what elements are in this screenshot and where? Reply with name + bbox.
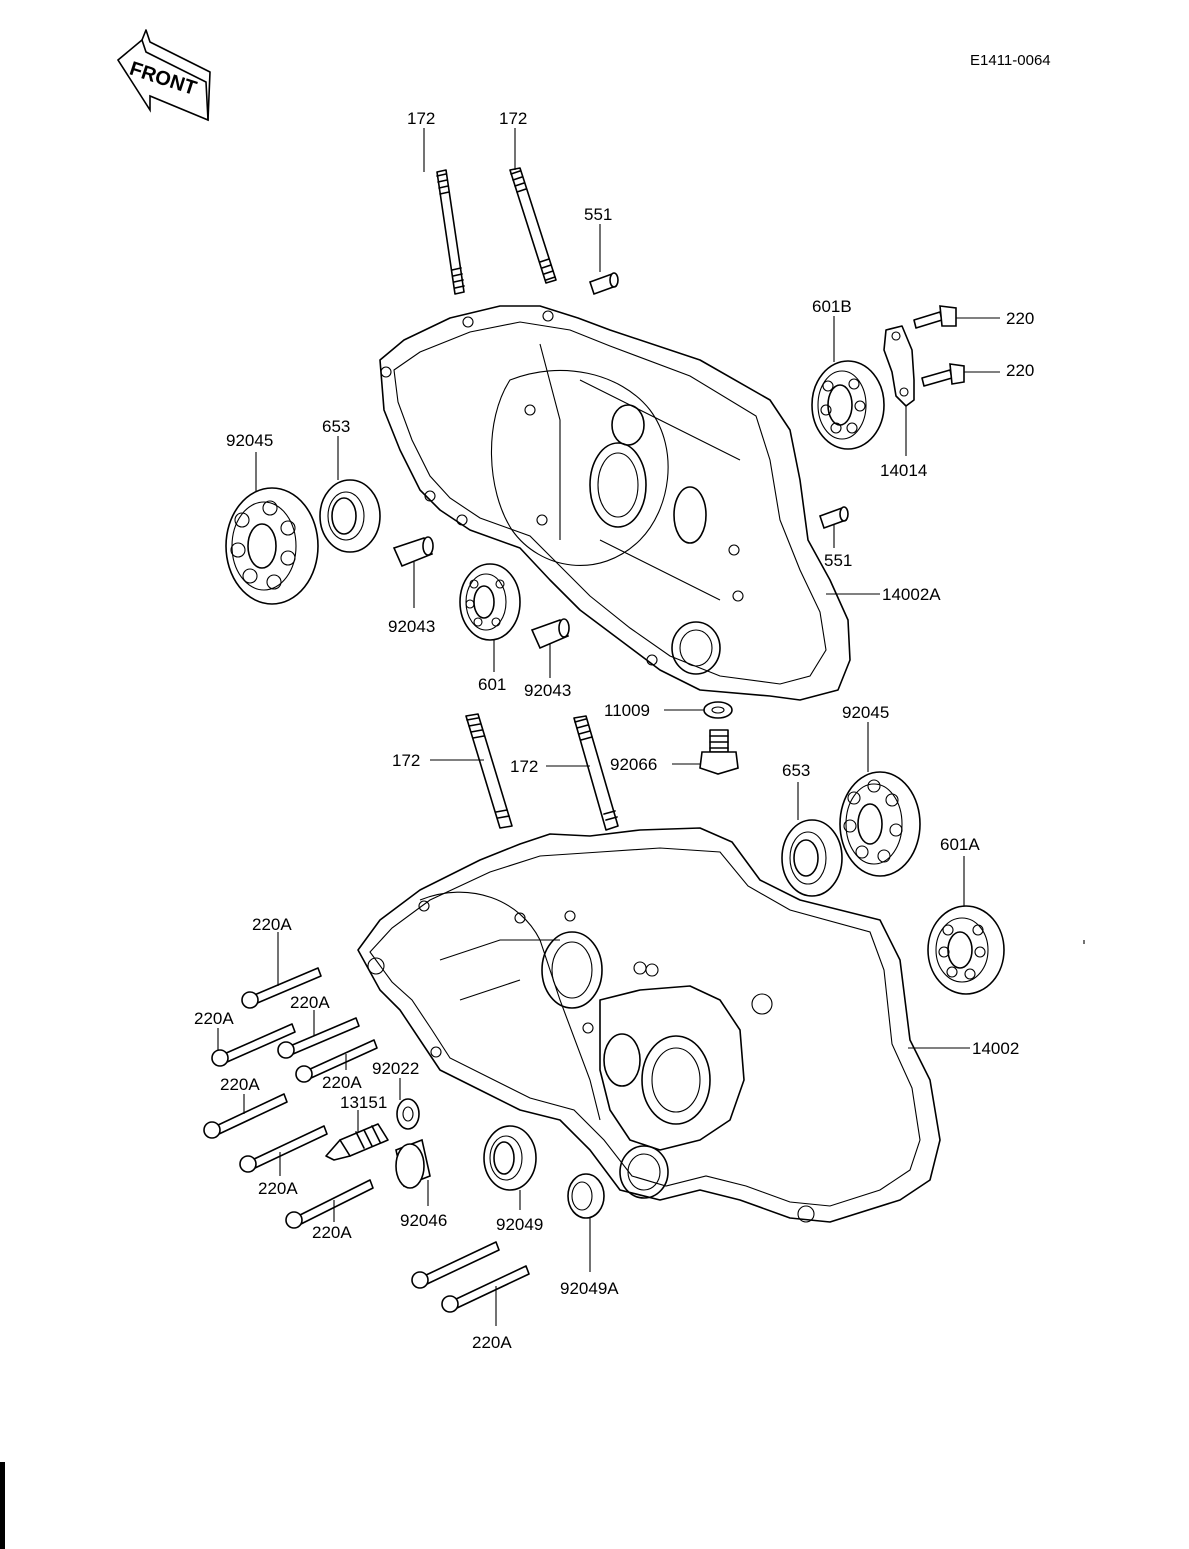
bolt-220A-1 xyxy=(241,932,322,1009)
washer-92022 xyxy=(396,1078,420,1130)
spacer-92046 xyxy=(395,1138,431,1206)
crankcase-14002 xyxy=(357,827,970,1223)
seal-92049A xyxy=(567,1173,605,1272)
plate-14014 xyxy=(883,325,915,456)
label-601: 601 xyxy=(478,675,506,694)
label-172-a: 172 xyxy=(407,109,435,128)
dowel-551-lower xyxy=(818,506,849,548)
bolt-220A-8a xyxy=(411,1241,500,1289)
stud-172-lower-left xyxy=(430,713,513,829)
label-92066: 92066 xyxy=(610,755,657,774)
label-92045-a: 92045 xyxy=(226,431,273,450)
label-92049A: 92049A xyxy=(560,1279,619,1298)
margin-mark xyxy=(0,1462,5,1549)
label-220A-a: 220A xyxy=(252,915,292,934)
seal-653-upper xyxy=(319,436,381,553)
label-92046: 92046 xyxy=(400,1211,447,1230)
label-92049: 92049 xyxy=(496,1215,543,1234)
bolt-220A-8b xyxy=(441,1265,530,1326)
label-220A-b: 220A xyxy=(194,1009,234,1028)
label-551-a: 551 xyxy=(584,205,612,224)
front-arrow-icon: FRONT xyxy=(116,29,211,122)
bolt-220-lower xyxy=(921,363,1000,387)
label-220-b: 220 xyxy=(1006,361,1034,380)
bearing-92045-upper xyxy=(225,452,319,605)
seal-653-lower xyxy=(781,782,843,897)
bearing-601B xyxy=(811,316,885,450)
stud-172-upper-right xyxy=(509,128,557,284)
label-653-b: 653 xyxy=(782,761,810,780)
label-92045-b: 92045 xyxy=(842,703,889,722)
label-653-a: 653 xyxy=(322,417,350,436)
label-601B: 601B xyxy=(812,297,852,316)
label-551-b: 551 xyxy=(824,551,852,570)
collar-92043-upper xyxy=(392,536,434,608)
bearing-601 xyxy=(459,563,521,672)
bolt-220A-2 xyxy=(211,1023,296,1067)
label-11009: 11009 xyxy=(604,701,650,720)
bolt-220A-4 xyxy=(295,1039,378,1083)
bearing-601A xyxy=(927,856,1005,995)
diagram-reference: E1411-0064 xyxy=(970,52,1051,69)
label-14002A: 14002A xyxy=(882,585,941,604)
pin-13151 xyxy=(325,1110,389,1161)
collar-92043-lower xyxy=(530,618,570,678)
plug-92066 xyxy=(672,729,739,775)
bolt-220A-7 xyxy=(285,1179,374,1229)
label-92022: 92022 xyxy=(372,1059,419,1078)
label-220-a: 220 xyxy=(1006,309,1034,328)
label-220A-c: 220A xyxy=(290,993,330,1012)
label-14002: 14002 xyxy=(972,1039,1019,1058)
bearing-92045-lower xyxy=(839,722,921,877)
stud-172-lower-right xyxy=(546,715,619,831)
label-14014: 14014 xyxy=(880,461,927,480)
label-601A: 601A xyxy=(940,835,980,854)
label-172-c: 172 xyxy=(392,751,420,770)
bolt-220-upper xyxy=(913,305,1000,329)
seal-92049 xyxy=(483,1125,537,1210)
bolt-220A-5 xyxy=(203,1093,288,1139)
label-92043-a: 92043 xyxy=(388,617,435,636)
label-172-b: 172 xyxy=(499,109,527,128)
label-220A-d: 220A xyxy=(322,1073,362,1092)
washer-11009 xyxy=(664,701,733,719)
stud-172-upper-left xyxy=(423,128,465,295)
label-220A-h: 220A xyxy=(472,1333,512,1352)
label-220A-g: 220A xyxy=(312,1223,352,1242)
label-13151: 13151 xyxy=(340,1093,387,1112)
label-220A-f: 220A xyxy=(258,1179,298,1198)
label-172-d: 172 xyxy=(510,757,538,776)
bolt-220A-3 xyxy=(277,1010,360,1059)
label-92043-b: 92043 xyxy=(524,681,571,700)
dowel-551-upper xyxy=(588,224,619,296)
crankcase-14002A xyxy=(379,305,880,701)
label-220A-e: 220A xyxy=(220,1075,260,1094)
bolt-220A-6 xyxy=(239,1125,328,1176)
